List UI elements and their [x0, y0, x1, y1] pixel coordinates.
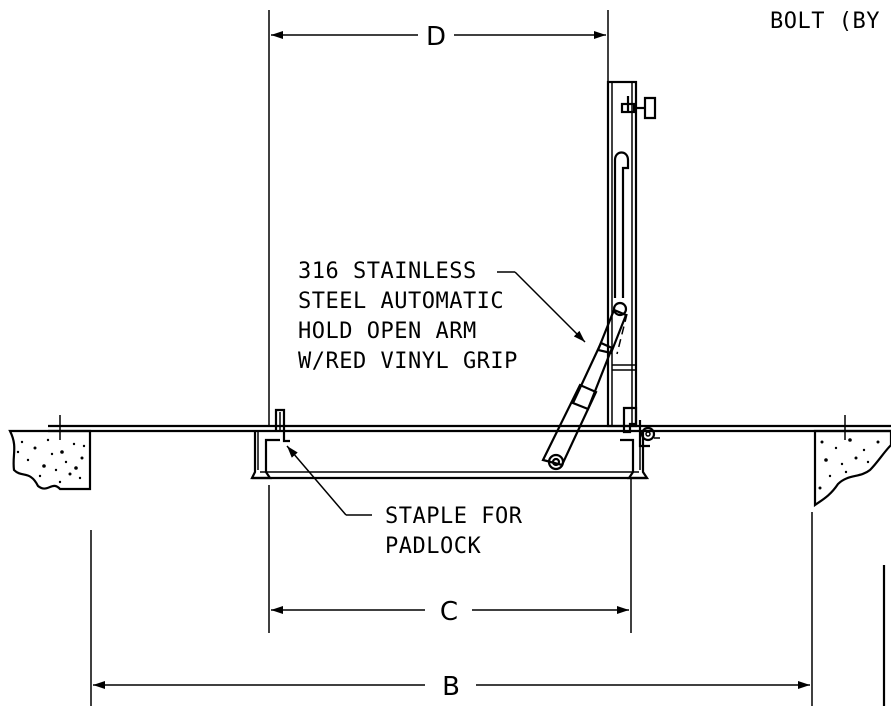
frame-flange: [48, 424, 891, 433]
staple-note: STAPLE FOR PADLOCK: [385, 504, 523, 559]
drain-channel: [252, 471, 647, 480]
arm-note-line-1: 316 STAINLESS: [298, 259, 477, 284]
hold-open-arm-channel: [613, 151, 630, 298]
hinge: [622, 406, 660, 448]
dimension-b: B: [90, 512, 813, 706]
staple-leader: [286, 445, 372, 516]
staple-note-line-2: PADLOCK: [385, 534, 481, 559]
arm-note-line-3: HOLD OPEN ARM: [298, 319, 477, 344]
arm-note: 316 STAINLESS STEEL AUTOMATIC HOLD OPEN …: [298, 259, 518, 374]
dimension-b-label: B: [442, 672, 460, 702]
staple-note-line-1: STAPLE FOR: [385, 504, 523, 529]
dimension-c-label: C: [440, 597, 458, 627]
door-leaf: [606, 80, 638, 428]
dimension-d-label: D: [426, 22, 446, 52]
concrete-right: [813, 415, 891, 508]
door-bolt: [620, 96, 657, 120]
dimension-c: C: [268, 478, 632, 633]
arm-note-line-4: W/RED VINYL GRIP: [298, 349, 518, 374]
concrete-left: [8, 415, 92, 491]
bolt-note: BOLT (BY: [770, 9, 880, 34]
arm-leader: [497, 271, 586, 343]
channel-frame-left: [250, 431, 280, 480]
hold-open-arm: [541, 301, 628, 471]
dimension-d: D: [268, 10, 609, 425]
padlock-staple: [274, 408, 290, 443]
arm-note-line-2: STEEL AUTOMATIC: [298, 289, 504, 314]
